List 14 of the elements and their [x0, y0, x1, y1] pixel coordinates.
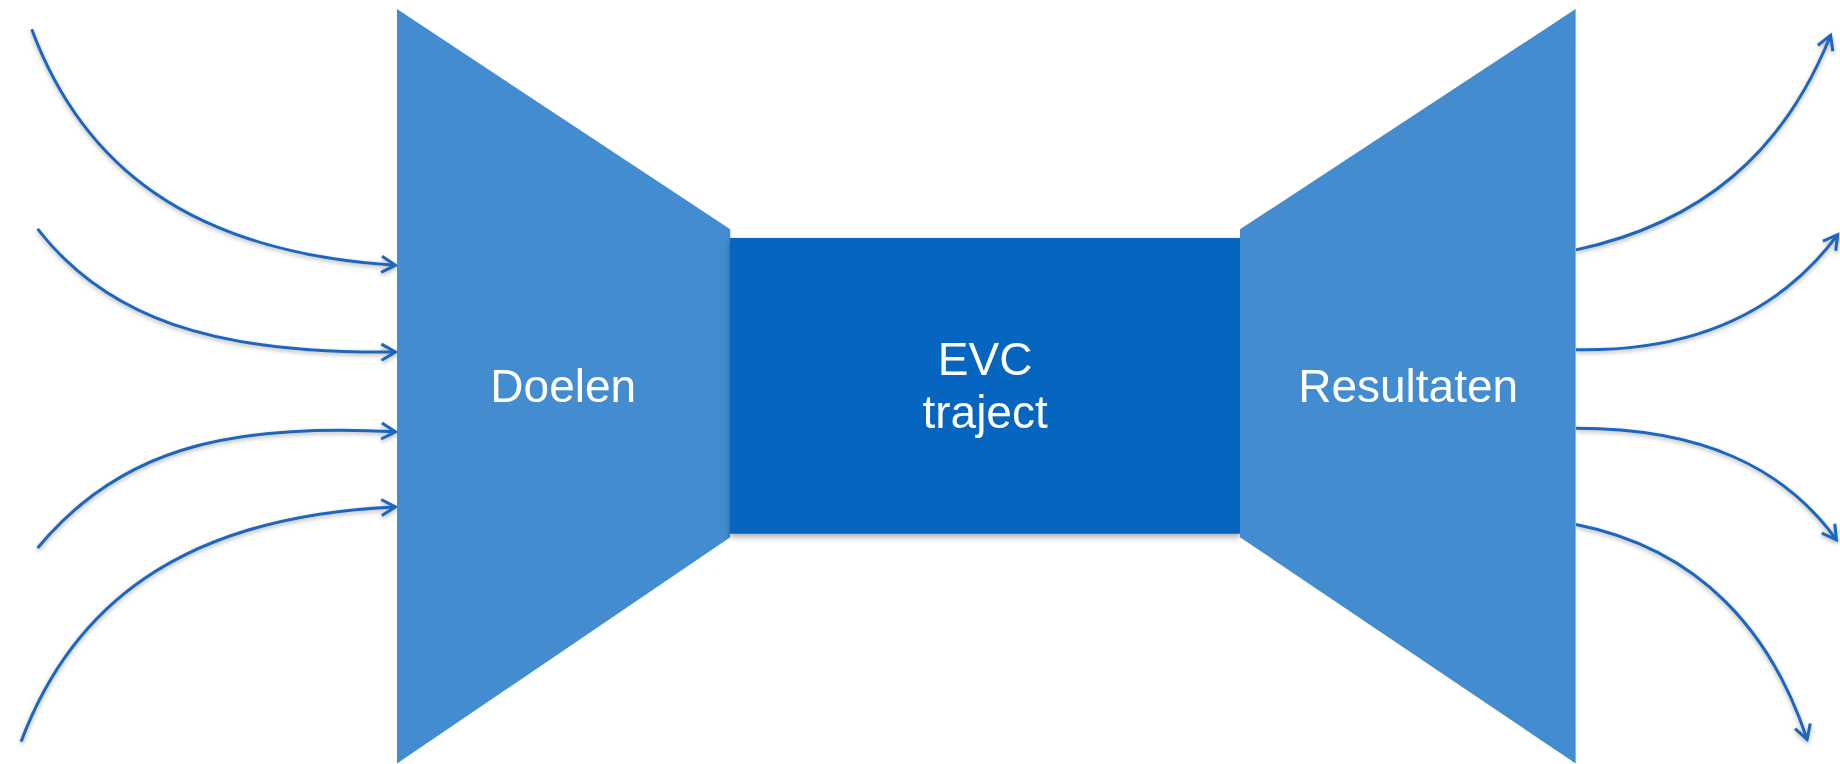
process-box	[729, 238, 1241, 534]
trapezoid-shape	[396, 9, 730, 764]
node-label: Doelen	[490, 360, 637, 414]
trapezoid-shape	[1240, 9, 1576, 764]
node-label: Resultaten	[1298, 360, 1519, 414]
curved-arrow	[19, 498, 397, 743]
curved-arrow	[1575, 33, 1834, 252]
curved-arrow	[36, 421, 397, 549]
curved-arrow	[1575, 523, 1812, 741]
curved-arrow	[30, 28, 397, 274]
curved-arrow	[36, 227, 397, 362]
curved-arrow	[1576, 233, 1840, 352]
curved-arrow	[1575, 426, 1838, 542]
node-label: EVC traject	[921, 333, 1049, 439]
